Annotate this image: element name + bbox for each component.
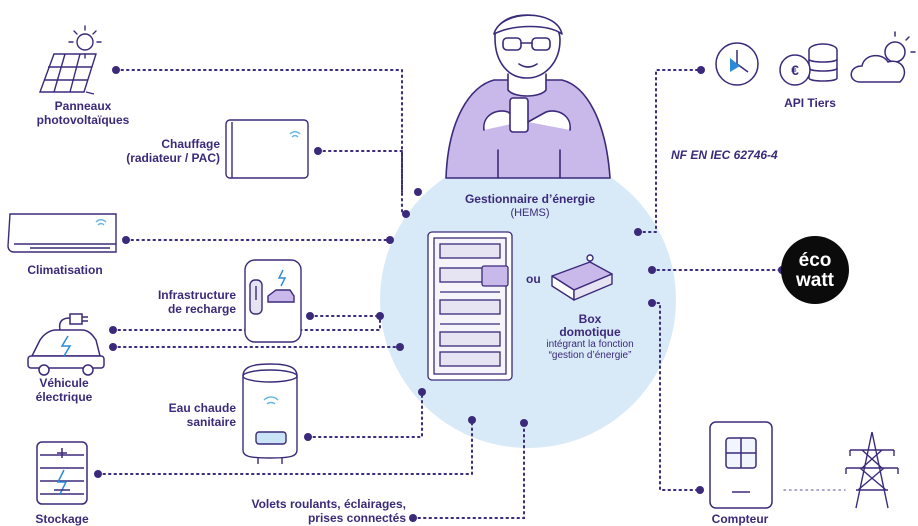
hems-title: Gestionnaire d’énergie [464,192,596,206]
person-with-phone-icon [445,14,611,179]
label-chauffage: Chauffage (radiateur / PAC) [100,137,220,165]
air-conditioner-icon [7,213,117,253]
electric-car-icon [27,313,105,376]
dot [112,66,120,74]
dot [376,312,384,320]
dot [648,266,656,274]
ecowatt-line1: éco [799,250,832,271]
label-panneaux: Panneaux photovoltaïques [8,99,158,127]
dot [122,236,130,244]
standard-label: NF EN IEC 62746-4 [671,148,778,162]
label-api: API Tiers [760,96,860,110]
dot [414,188,422,196]
label-eau: Eau chaude sanitaire [120,401,236,429]
svg-text:€: € [791,62,799,78]
link-panneaux [115,69,403,193]
link-chauffage [317,150,403,215]
label-line: Eau chaude [168,401,236,415]
domotic-box-icon [551,254,613,301]
or-label: ou [526,272,541,286]
box-title-line: domotique [559,325,621,339]
label-vehicule: Véhicule électrique [14,376,114,404]
link-volets [412,422,525,519]
label-line: de recharge [167,302,236,316]
link-stockage [97,419,473,475]
label-line: Panneaux [54,99,112,113]
label-line: Chauffage [161,137,220,151]
dot [109,343,117,351]
box-subtitle-line: “gestion d’énergie” [548,350,632,361]
dot [634,228,642,236]
dot [520,419,528,427]
label-line: sanitaire [186,415,236,429]
label-line: électrique [35,390,93,404]
dot [386,236,394,244]
label-line: prises connectés [307,511,406,525]
label-climatisation: Climatisation [10,263,120,277]
dot [468,416,476,424]
solar-panel-icon [38,25,102,95]
label-compteur: Compteur [690,512,790,526]
label-line: API Tiers [784,96,836,110]
clock-icon [715,42,759,86]
cloud-sun-icon [850,31,916,83]
link-vehicule-1 [112,315,381,331]
box-title: Box domotique [520,313,660,339]
label-line: Climatisation [27,263,103,277]
ecowatt-logo: éco watt [781,236,849,304]
dot [418,388,426,396]
box-subtitle-line: intégrant la fonction [546,339,634,350]
dot [396,343,404,351]
link-eau [307,391,423,438]
box-title-line: Box [578,312,602,326]
dot [696,486,704,494]
dot [94,470,102,478]
meter-icon [709,421,773,509]
label-line: Compteur [711,512,769,526]
dot [402,210,410,218]
dot [648,299,656,307]
label-line: Véhicule [39,376,89,390]
link-compteur [651,302,701,491]
dot [304,433,312,441]
link-api [637,69,702,233]
dot [697,66,705,74]
label-volets: Volets roulants, éclairages, prises conn… [180,497,406,525]
label-line: photovoltaïques [36,113,130,127]
battery-storage-icon [36,441,88,505]
dot [306,312,314,320]
dot [109,326,117,334]
heater-icon [225,119,309,179]
label-line: Stockage [35,512,89,526]
box-subtitle: intégrant la fonction “gestion d’énergie… [515,339,665,361]
charging-station-icon [244,259,302,343]
ecowatt-line2: watt [795,270,835,291]
label-line: Volets roulants, éclairages, [251,497,406,511]
power-pylon-icon [845,431,899,509]
label-line: Infrastructure [157,288,236,302]
dot [409,514,417,522]
hems-subtitle: (HEMS) [510,207,550,219]
label-line: (radiateur / PAC) [126,151,220,165]
label-recharge: Infrastructure de recharge [120,288,236,316]
dot [314,147,322,155]
coins-icon: € [779,43,838,86]
label-stockage: Stockage [10,512,114,526]
electrical-panel-icon [427,231,513,381]
water-heater-icon [242,363,298,464]
